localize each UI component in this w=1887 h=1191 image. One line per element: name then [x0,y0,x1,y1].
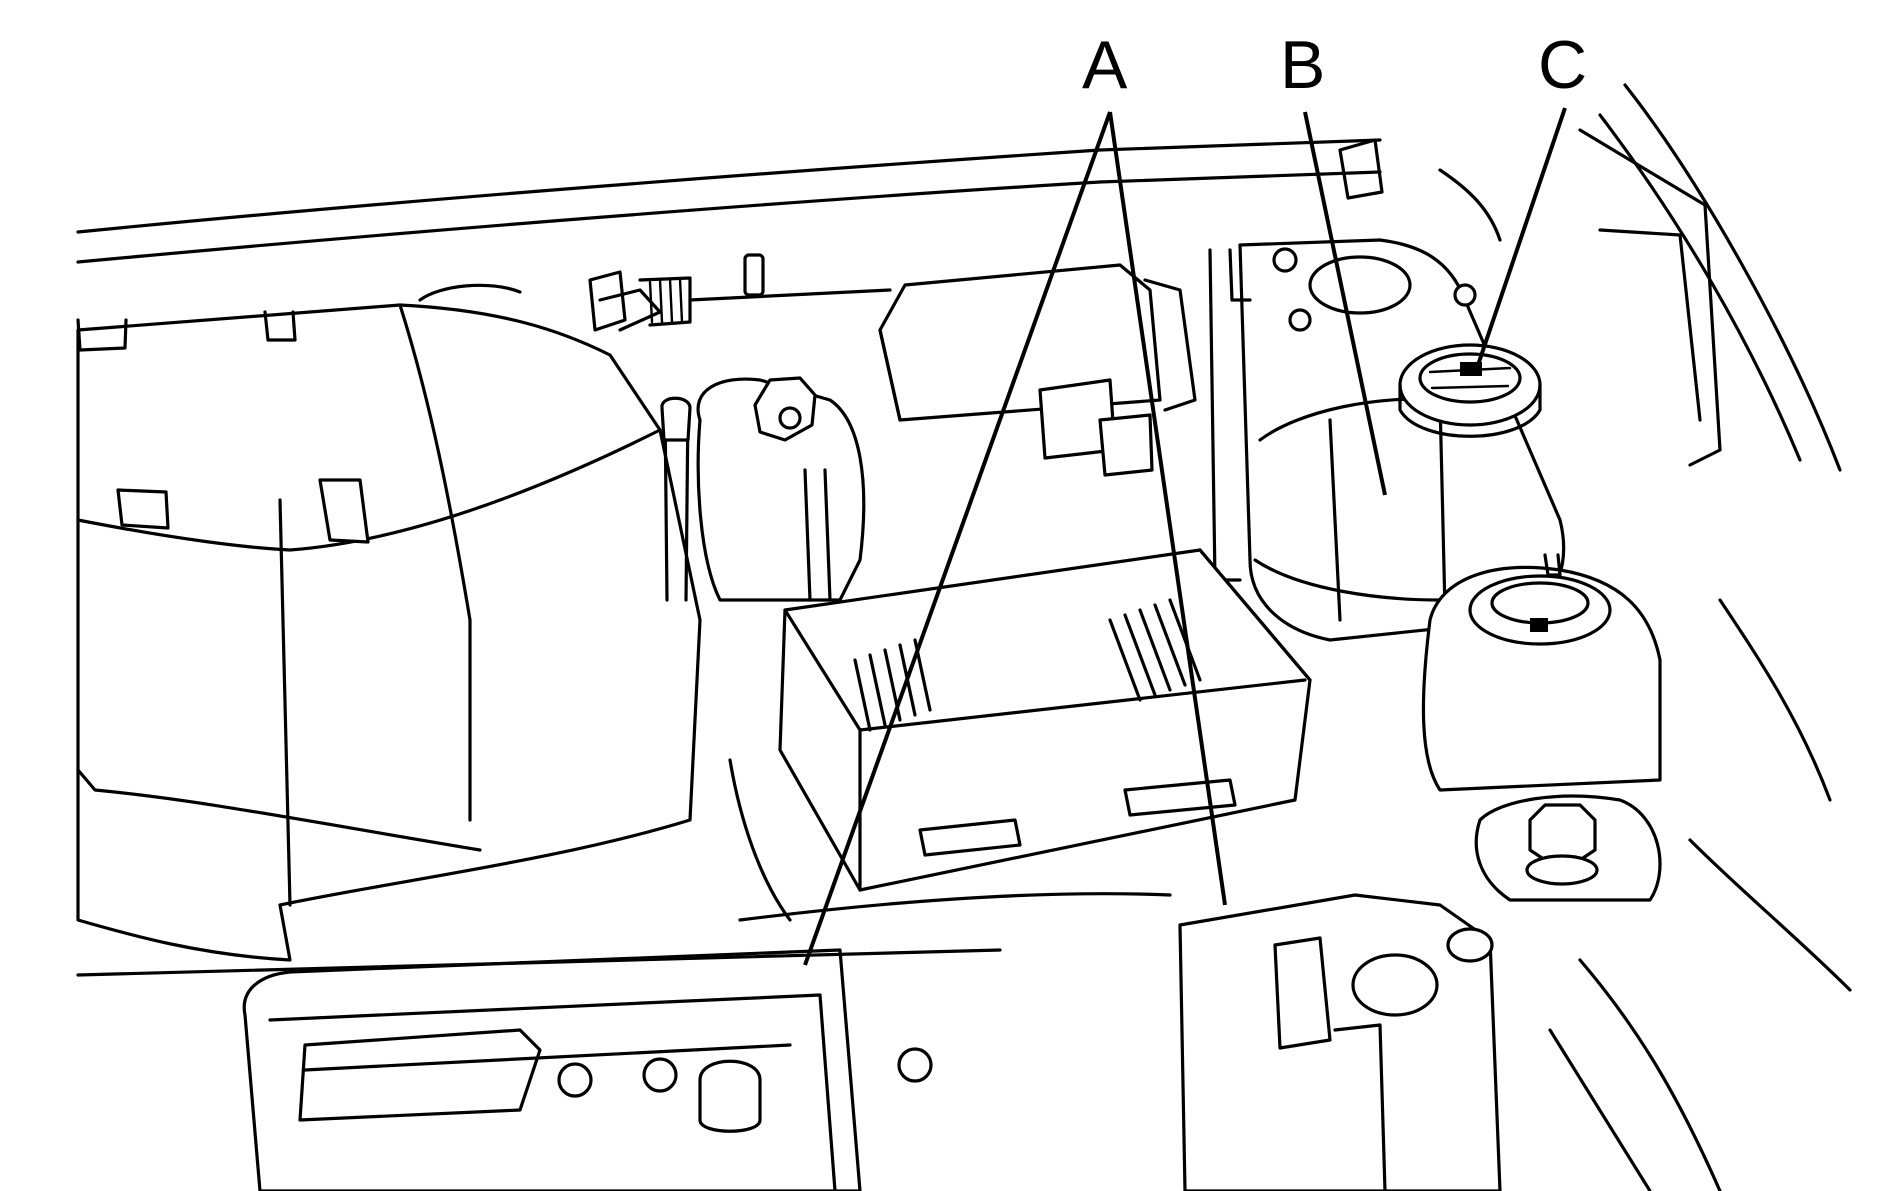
coolant-surge-tank [1208,238,1566,642]
pressure-cap [1398,343,1542,438]
intake-hose [418,253,892,332]
battery [728,548,1312,922]
air-cleaner-housing [76,303,702,962]
leader-b [1303,111,1387,496]
right-fender [1548,128,1852,1191]
fuse-block [878,263,1197,477]
battery-vents-right [1108,598,1202,702]
washer-reservoir [1421,553,1662,792]
brake-fluid-reservoir [660,376,866,602]
callout-a-label: A [1082,27,1128,103]
callout-b-label: B [1280,27,1325,103]
junction-box [1178,893,1502,1191]
underhood-fuse-cover [242,948,933,1191]
battery-vents-left [853,638,932,732]
leader-a-left [803,111,1112,966]
callout-leaders [803,107,1567,966]
callout-c-label: C [1538,27,1587,103]
leader-c [1476,107,1567,366]
strut-tower [1474,794,1662,902]
lower-frame [76,892,1172,977]
leader-a-right [1108,111,1227,906]
